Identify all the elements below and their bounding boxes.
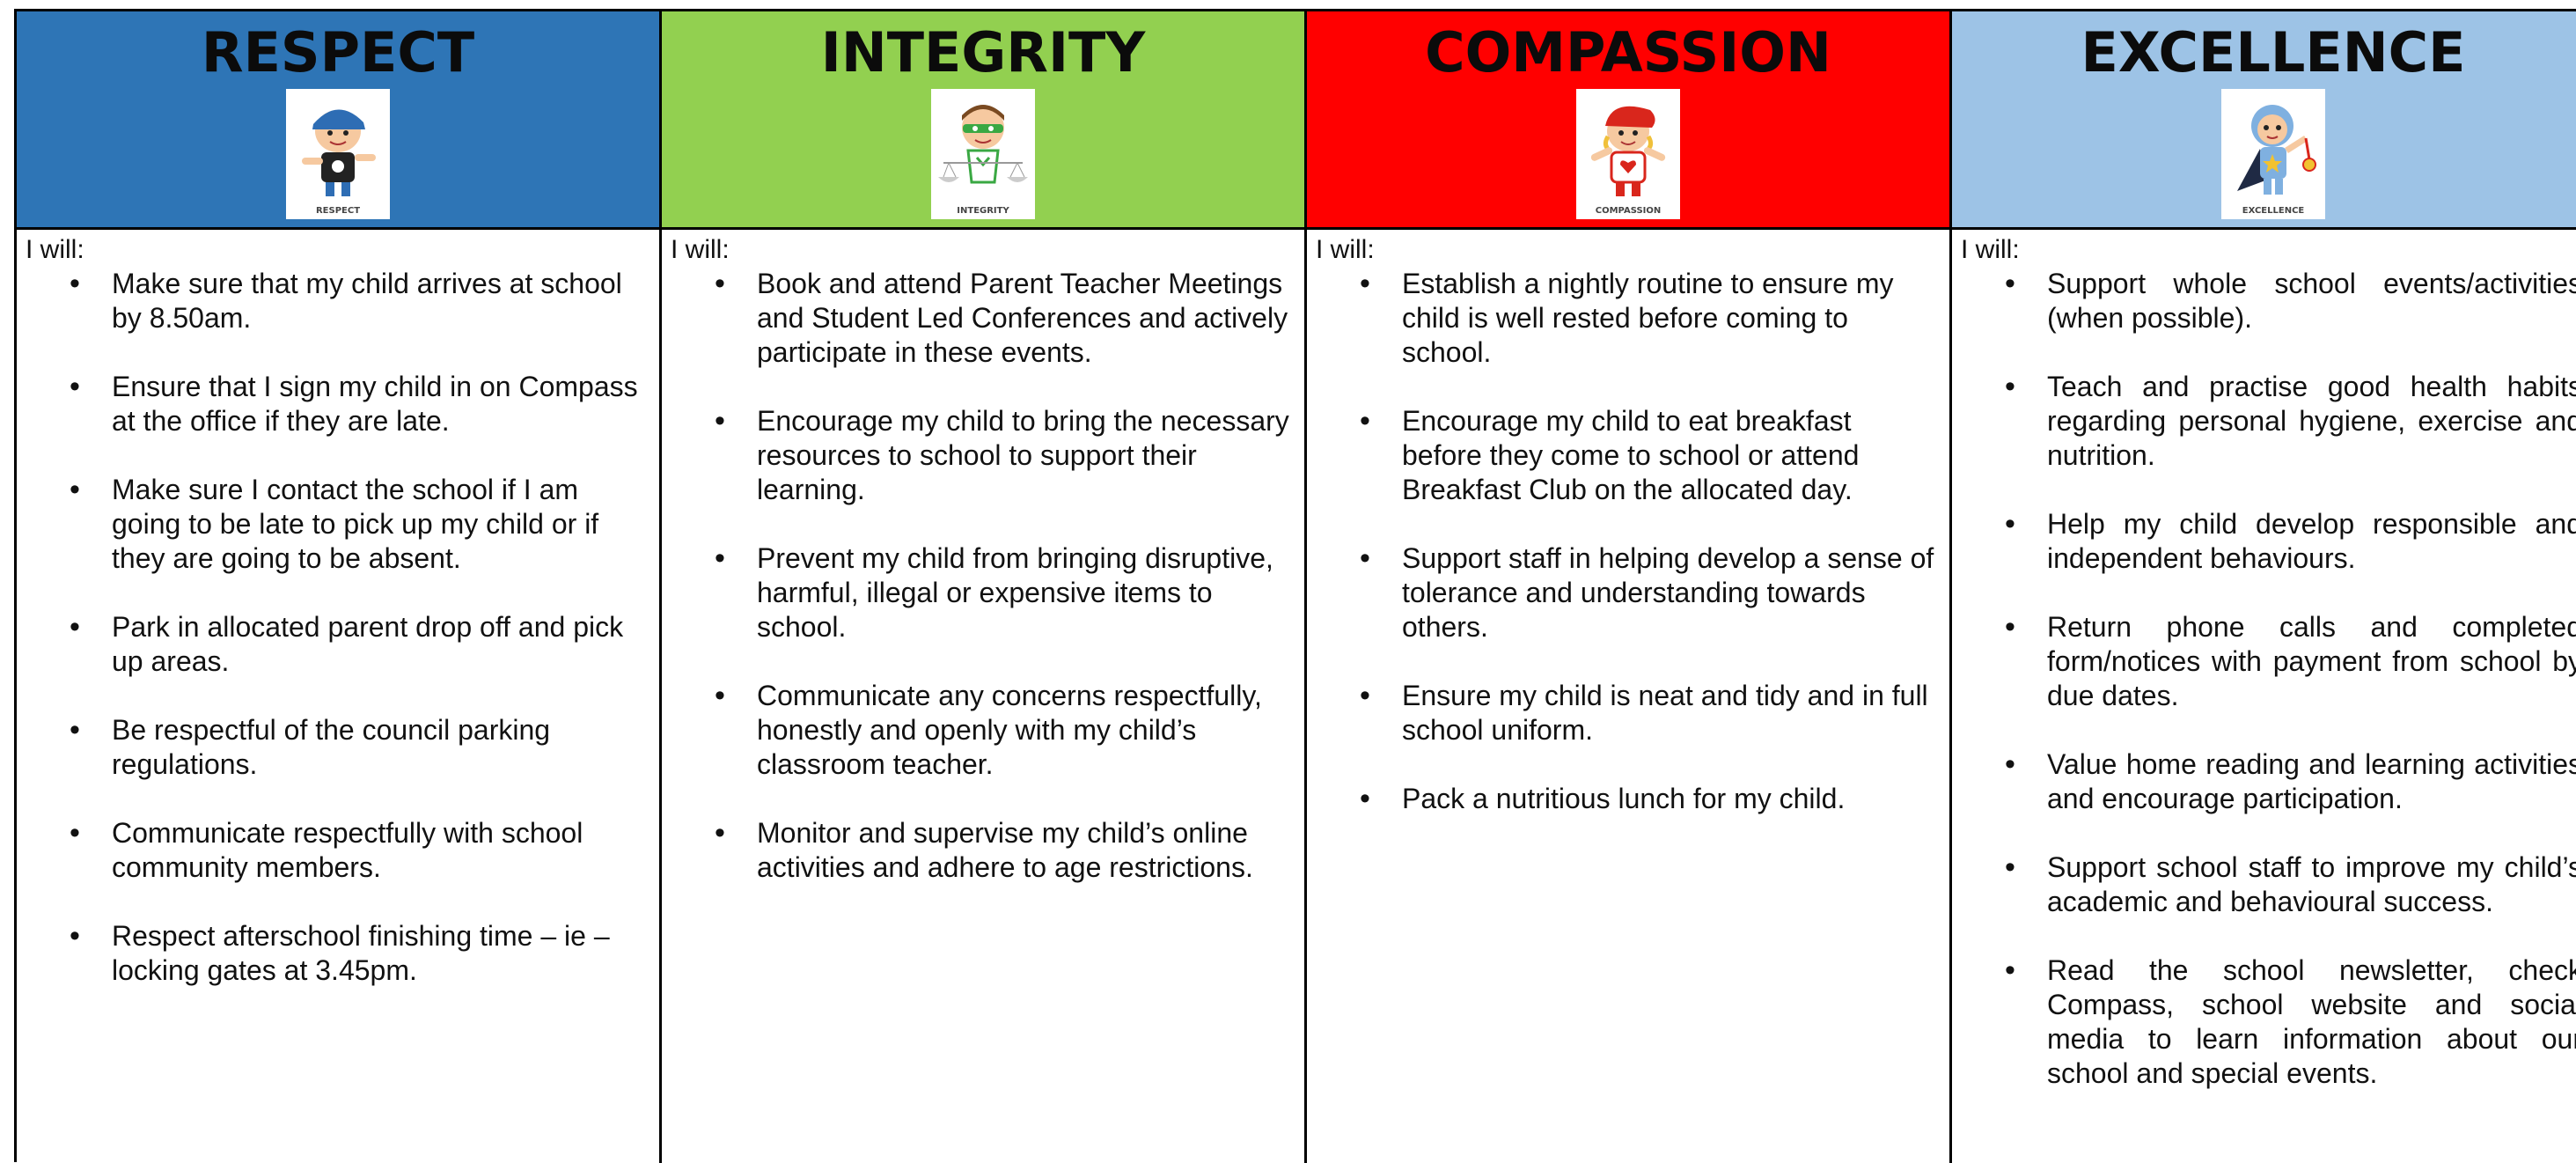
column-title: INTEGRITY [820, 20, 1146, 85]
list-item: Prevent my child from bringing disruptiv… [671, 541, 1304, 644]
compassion-badge: COMPASSION [1576, 89, 1680, 219]
list-item: Park in allocated parent drop off and pi… [26, 610, 659, 679]
intro-text: I will: [1316, 235, 1375, 264]
list-item: Be respectful of the council parking reg… [26, 713, 659, 782]
respect-badge: RESPECT [286, 89, 390, 219]
list-item: Make sure I contact the school if I am g… [26, 473, 659, 576]
respect-commitments: I will: Make sure that my child arrives … [17, 230, 662, 1163]
badge-caption: COMPASSION [1595, 206, 1662, 216]
header-respect: RESPECT RESPECT [17, 11, 662, 230]
compassion-commitments: I will: Establish a nightly routine to e… [1307, 230, 1952, 1163]
list-item: Support whole school events/activities (… [1961, 267, 2576, 335]
header-excellence: EXCELLENCE EXCELLENCE [1952, 11, 2576, 230]
list-item: Pack a nutritious lunch for my child. [1316, 782, 1949, 816]
intro-text: I will: [671, 235, 730, 264]
intro-text: I will: [26, 235, 84, 264]
list-item: Teach and practise good health habits re… [1961, 370, 2576, 473]
list-item: Value home reading and learning activiti… [1961, 747, 2576, 816]
list-item: Ensure that I sign my child in on Compas… [26, 370, 659, 438]
badge-caption: EXCELLENCE [2242, 206, 2305, 216]
badge-caption: RESPECT [315, 206, 361, 216]
list-item: Read the school newsletter, check Compas… [1961, 953, 2576, 1091]
list-item: Ensure my child is neat and tidy and in … [1316, 679, 1949, 747]
masked-child-scales-icon [938, 105, 1028, 184]
values-table: RESPECT RESPECT INTEGRITY [14, 9, 2576, 1163]
list-item: Make sure that my child arrives at schoo… [26, 267, 659, 335]
column-title: COMPASSION [1425, 20, 1831, 85]
integrity-badge: INTEGRITY [931, 89, 1035, 219]
column-title: EXCELLENCE [2081, 20, 2466, 85]
list-item: Return phone calls and completed form/no… [1961, 610, 2576, 713]
intro-text: I will: [1961, 235, 2020, 264]
integrity-commitments: I will: Book and attend Parent Teacher M… [662, 230, 1307, 1163]
list-item: Book and attend Parent Teacher Meetings … [671, 267, 1304, 370]
list-item: Communicate any concerns respectfully, h… [671, 679, 1304, 782]
list-item: Encourage my child to eat breakfast befo… [1316, 404, 1949, 507]
header-compassion: COMPASSION COMPASSION [1307, 11, 1952, 230]
child-heart-icon [1590, 106, 1666, 196]
list-item: Encourage my child to bring the necessar… [671, 404, 1304, 507]
list-item: Establish a nightly routine to ensure my… [1316, 267, 1949, 370]
child-cape-medal-icon [2237, 105, 2316, 195]
column-title: RESPECT [201, 20, 475, 85]
list-item: Respect afterschool finishing time – ie … [26, 919, 659, 988]
header-integrity: INTEGRITY INTEGRITY [662, 11, 1307, 230]
commitment-list: Establish a nightly routine to ensure my… [1316, 267, 1949, 816]
list-item: Support staff in helping develop a sense… [1316, 541, 1949, 644]
list-item: Support school staff to improve my child… [1961, 850, 2576, 919]
excellence-commitments: I will: Support whole school events/acti… [1952, 230, 2576, 1163]
commitment-list: Make sure that my child arrives at schoo… [26, 267, 659, 988]
badge-caption: INTEGRITY [957, 206, 1009, 216]
list-item: Help my child develop responsible and in… [1961, 507, 2576, 576]
excellence-badge: EXCELLENCE [2221, 89, 2325, 219]
commitment-list: Support whole school events/activities (… [1961, 267, 2576, 1091]
commitment-list: Book and attend Parent Teacher Meetings … [671, 267, 1304, 885]
list-item: Monitor and supervise my child’s online … [671, 816, 1304, 885]
list-item: Communicate respectfully with school com… [26, 816, 659, 885]
child-bandana-icon [302, 109, 376, 196]
